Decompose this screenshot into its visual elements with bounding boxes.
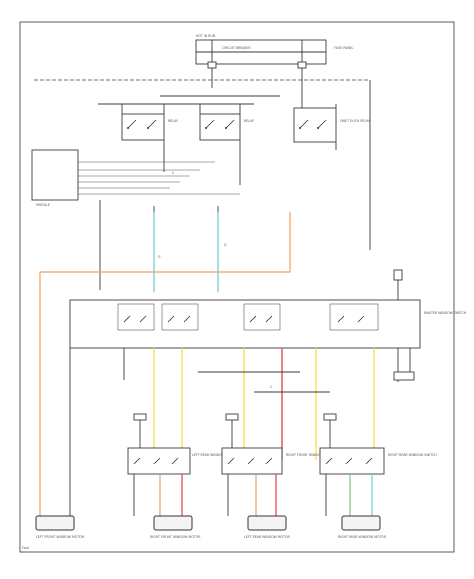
fuse-panel-label: FUSE PANEL bbox=[334, 46, 354, 50]
switch-rf-label: RIGHT FRONT WINDOW SWITCH bbox=[286, 453, 338, 457]
master-switch-label: MASTER WINDOW SWITCH bbox=[424, 311, 467, 315]
footer-label: Ford bbox=[22, 546, 29, 550]
feed-wires: G G bbox=[39, 206, 291, 520]
window-motor-lf: LEFT FRONT WINDOW MOTOR bbox=[35, 515, 85, 539]
module-label: MODULE bbox=[36, 203, 50, 207]
motor-rr-label: RIGHT REAR WINDOW MOTOR bbox=[338, 535, 387, 539]
motor-rf-label: RIGHT FRONT WINDOW MOTOR bbox=[150, 535, 201, 539]
switch-rr-label: RIGHT REAR WINDOW SWITCH bbox=[388, 453, 437, 457]
circuit-breaker-label: CIRCUIT BREAKER bbox=[222, 46, 251, 50]
relay-2-label: RELAY bbox=[244, 119, 254, 123]
ground-1-label: G bbox=[224, 243, 227, 247]
window-switch-lr: LEFT REAR WINDOW SWITCH bbox=[127, 413, 239, 475]
relay-1-label: RELAY bbox=[168, 119, 178, 123]
fuse-label: HOT IN RUN bbox=[196, 34, 216, 38]
master-window-switch: MASTER WINDOW SWITCH bbox=[69, 269, 467, 382]
motor-lr-label: LEFT REAR WINDOW MOTOR bbox=[244, 535, 290, 539]
relay-row: RELAY RELAY ONE TOUCH RELAY bbox=[98, 95, 370, 185]
fuse-panel: HOT IN RUN CIRCUIT BREAKER FUSE PANEL bbox=[195, 34, 354, 78]
switch-lr-label: LEFT REAR WINDOW SWITCH bbox=[192, 453, 239, 457]
motor-lf-label: LEFT FRONT WINDOW MOTOR bbox=[36, 535, 85, 539]
window-switch-rr: RIGHT REAR WINDOW SWITCH bbox=[319, 413, 437, 475]
window-motor-lr: LEFT REAR WINDOW MOTOR bbox=[244, 515, 290, 539]
switch-output-wires: C bbox=[69, 348, 375, 520]
window-motor-rf: RIGHT FRONT WINDOW MOTOR bbox=[150, 515, 201, 539]
connector-1-label: C bbox=[172, 171, 175, 175]
window-motor-rr: RIGHT REAR WINDOW MOTOR bbox=[338, 515, 387, 539]
module: MODULE C bbox=[31, 149, 240, 290]
window-switch-rf: RIGHT FRONT WINDOW SWITCH bbox=[221, 413, 338, 475]
connector-2-label: C bbox=[270, 385, 273, 389]
diagram-frame bbox=[19, 21, 455, 553]
ground-2-label: G bbox=[158, 255, 161, 259]
relay-3-label: ONE TOUCH RELAY bbox=[340, 119, 370, 123]
motor-wires bbox=[133, 474, 373, 516]
